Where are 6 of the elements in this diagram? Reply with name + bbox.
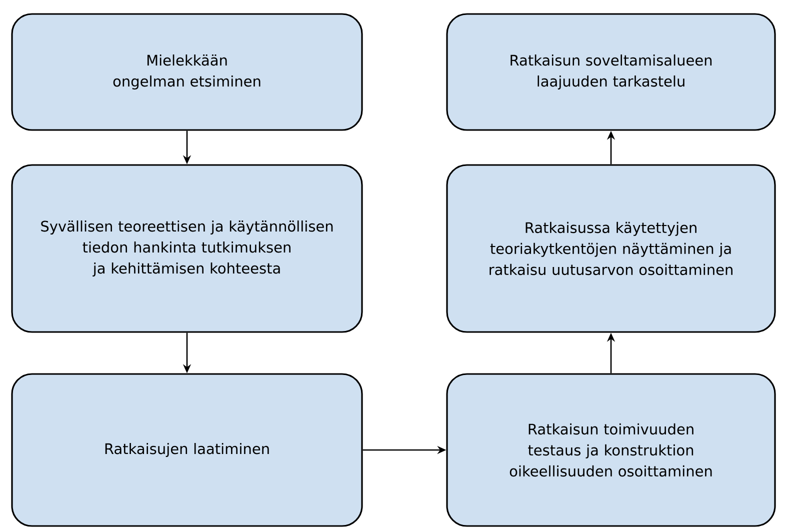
process-box: Ratkaisussa käytettyjen teoriakytkentöjen näyttäminen ja ratkaisu uutusarvon osoittaminen bbox=[446, 164, 776, 333]
process-box: Syvällisen teoreettisen ja käytännöllisen tiedon hankinta tutkimuksen ja kehittämisen kohteesta bbox=[11, 164, 363, 333]
process-box: Mielekkään ongelman etsiminen bbox=[11, 13, 363, 131]
process-box: Ratkaisun soveltamisalueen laajuuden tarkastelu bbox=[446, 13, 776, 131]
process-box: Ratkaisun toimivuuden testaus ja konstruktion oikeellisuuden osoittaminen bbox=[446, 373, 776, 527]
process-box: Ratkaisujen laatiminen bbox=[11, 373, 363, 527]
